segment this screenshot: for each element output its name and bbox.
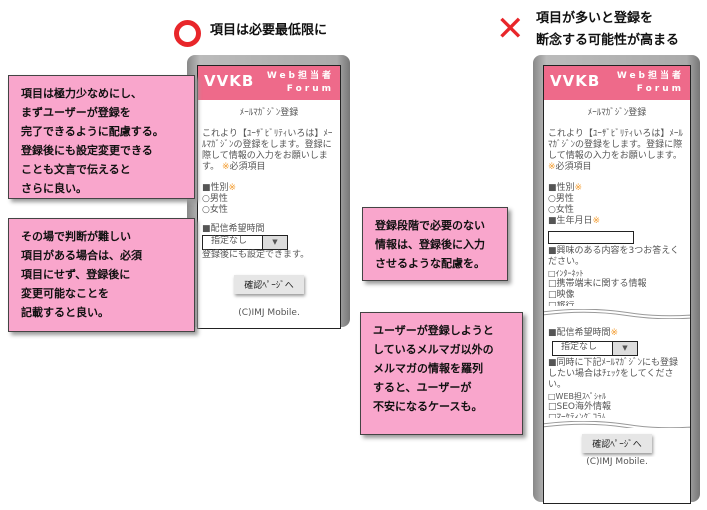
req-mark: ※ <box>574 183 583 193</box>
callout-line: 完了できるように配慮する。 <box>21 125 164 138</box>
brand-name2: Forum <box>286 84 334 94</box>
other-option[interactable]: □SEO海外情報 <box>548 402 611 412</box>
callout-line: 項目にせず、登録後に <box>21 268 131 281</box>
intro-text: これより【ﾕｰｻﾞﾋﾞﾘﾃｨいろは】ﾒｰﾙﾏｶﾞｼﾞﾝの登録をします。登録に際し… <box>548 129 683 161</box>
req-label: 必須項目 <box>229 162 266 172</box>
callout-line: 記載すると良い。 <box>21 306 109 319</box>
cut-wave <box>544 421 690 431</box>
copyright: (C)IMJ Mobile. <box>544 457 690 468</box>
other-option[interactable]: □WEB担ｽﾍﾟｼｬﾙ <box>548 392 607 401</box>
callout-line: ユーザーが登録しようと <box>373 324 494 337</box>
callout-minimal: 項目は極力少なめにし、まずユーザーが登録を完了できるように配慮する。登録後にも設… <box>8 75 195 199</box>
callout-line: まずユーザーが登録を <box>21 106 131 119</box>
gender-label: ■性別 <box>548 183 575 193</box>
callout-line: 登録段階で必要のない <box>375 219 485 232</box>
time-label: ■配信希望時間 <box>548 328 611 338</box>
callout-optional: その場で判断が難しい項目がある場合は、必須項目にせず、登録後に変更可能なことを記… <box>8 218 195 332</box>
form-heading: ﾒｰﾙﾏｶﾞｼﾞﾝ登録 <box>239 108 299 118</box>
callout-line: させるような配慮を。 <box>375 257 485 270</box>
req-mark: ※ <box>228 183 237 193</box>
req-mark: ※ <box>221 162 230 172</box>
callout-line: さらに良い。 <box>21 182 87 195</box>
dropdown-arrow-icon: ▼ <box>262 236 287 249</box>
interest-option[interactable]: □映像 <box>548 290 575 300</box>
time-select[interactable]: 指定なし ▼ <box>202 235 288 250</box>
radio-male[interactable]: ○男性 <box>202 194 228 204</box>
copyright: (C)IMJ Mobile. <box>238 308 300 318</box>
select-value: 指定なし <box>561 342 598 352</box>
bad-title-line: 項目が多いと登録を <box>536 11 654 26</box>
callout-postpone: 登録段階で必要のない情報は、登録後に入力させるような配慮を。 <box>362 207 508 281</box>
phone-screen: VVKB Web担当者 Forum ﾒｰﾙﾏｶﾞｼﾞﾝ登録 これより【ﾕｰｻﾞﾋﾞﾘ… <box>543 65 691 504</box>
birth-input[interactable] <box>548 231 634 244</box>
callout-line: その場で判断が難しい <box>21 230 131 243</box>
intro-text: これより【ﾕｰｻﾞﾋﾞﾘﾃｨいろは】ﾒｰﾙﾏｶﾞｼﾞﾝの登録をします。登録に際し… <box>202 129 333 172</box>
callout-line: 不安になるケースも。 <box>373 400 483 413</box>
req-mark: ※ <box>610 328 619 338</box>
callout-line: ことも文言で伝えると <box>21 163 131 176</box>
site-header: VVKB Web担当者 Forum <box>544 66 690 100</box>
other-label: ■同時に下記ﾒｰﾙﾏｶﾞｼﾞﾝにも登録したい場合はﾁｪｯｸをしてください。 <box>548 358 679 390</box>
callout-line: しているメルマガ以外の <box>373 343 494 356</box>
interest-label: ■興味のある内容を3つお答えください。 <box>548 246 679 267</box>
req-mark: ※ <box>592 216 601 226</box>
req-mark: ※ <box>548 162 556 172</box>
callout-line: 項目は極力少なめにし、 <box>21 87 142 100</box>
radio-female[interactable]: ○女性 <box>548 205 574 215</box>
good-title: 項目は必要最低限に <box>210 23 328 38</box>
time-label: ■配信希望時間 <box>202 224 265 234</box>
gender-label: ■性別 <box>202 183 229 193</box>
interest-option[interactable]: □携帯端末に関する情報 <box>548 279 647 289</box>
req-label: 必須項目 <box>555 162 592 172</box>
site-header: VVKB Web担当者 Forum <box>198 66 340 100</box>
phone-good: VVKB Web担当者 Forum ﾒｰﾙﾏｶﾞｼﾞﾝ登録 これより【ﾕｰｻﾞﾋﾞﾘ… <box>187 55 350 329</box>
time-select[interactable]: 指定なし ▼ <box>552 341 638 356</box>
callout-line: 登録後にも設定変更できる <box>21 144 153 157</box>
interest-option[interactable]: □ｲﾝﾀｰﾈｯﾄ <box>548 269 584 278</box>
callout-line: 情報は、登録後に入力 <box>375 238 485 251</box>
ng-icon: ✕ <box>496 9 525 49</box>
cut-wave <box>544 309 690 319</box>
ok-icon <box>174 20 201 47</box>
callout-line: メルマガの情報を羅列 <box>373 362 483 375</box>
confirm-button[interactable]: 確認ﾍﾟｰｼﾞへ <box>234 275 304 294</box>
brand-name: Web担当者 <box>616 71 684 81</box>
bad-title-line: 断念する可能性が高まる <box>536 33 680 48</box>
confirm-area: 確認ﾍﾟｰｼﾞへ <box>544 428 690 454</box>
logo: VVKB <box>550 72 601 90</box>
radio-female[interactable]: ○女性 <box>202 205 228 215</box>
phone-screen: VVKB Web担当者 Forum ﾒｰﾙﾏｶﾞｼﾞﾝ登録 これより【ﾕｰｻﾞﾋﾞﾘ… <box>197 65 341 329</box>
confirm-button[interactable]: 確認ﾍﾟｰｼﾞへ <box>582 434 652 453</box>
callout-line: 項目がある場合は、必須 <box>21 249 142 262</box>
birth-label: ■生年月日 <box>548 216 593 226</box>
select-value: 指定なし <box>211 236 248 246</box>
callout-line: すると、ユーザーが <box>373 381 472 394</box>
other-option[interactable]: □ﾏｰｹﾃｨﾝｸﾞｺﾗﾑ <box>548 413 607 418</box>
brand-name: Web担当者 <box>266 71 334 81</box>
logo: VVKB <box>204 72 255 90</box>
bad-title: 項目が多いと登録を断念する可能性が高まる <box>536 8 679 52</box>
dropdown-arrow-icon: ▼ <box>612 342 637 355</box>
note: 登録後にも設定できます。 <box>202 250 310 260</box>
brand-name2: Forum <box>636 84 684 94</box>
callout-line: 変更可能なことを <box>21 287 109 300</box>
phone-bad: VVKB Web担当者 Forum ﾒｰﾙﾏｶﾞｼﾞﾝ登録 これより【ﾕｰｻﾞﾋﾞﾘ… <box>533 55 700 504</box>
radio-male[interactable]: ○男性 <box>548 194 574 204</box>
interest-option[interactable]: □旅行 <box>548 301 575 306</box>
form-heading: ﾒｰﾙﾏｶﾞｼﾞﾝ登録 <box>587 108 647 118</box>
callout-other-newsletters: ユーザーが登録しようとしているメルマガ以外のメルマガの情報を羅列すると、ユーザー… <box>360 312 523 435</box>
